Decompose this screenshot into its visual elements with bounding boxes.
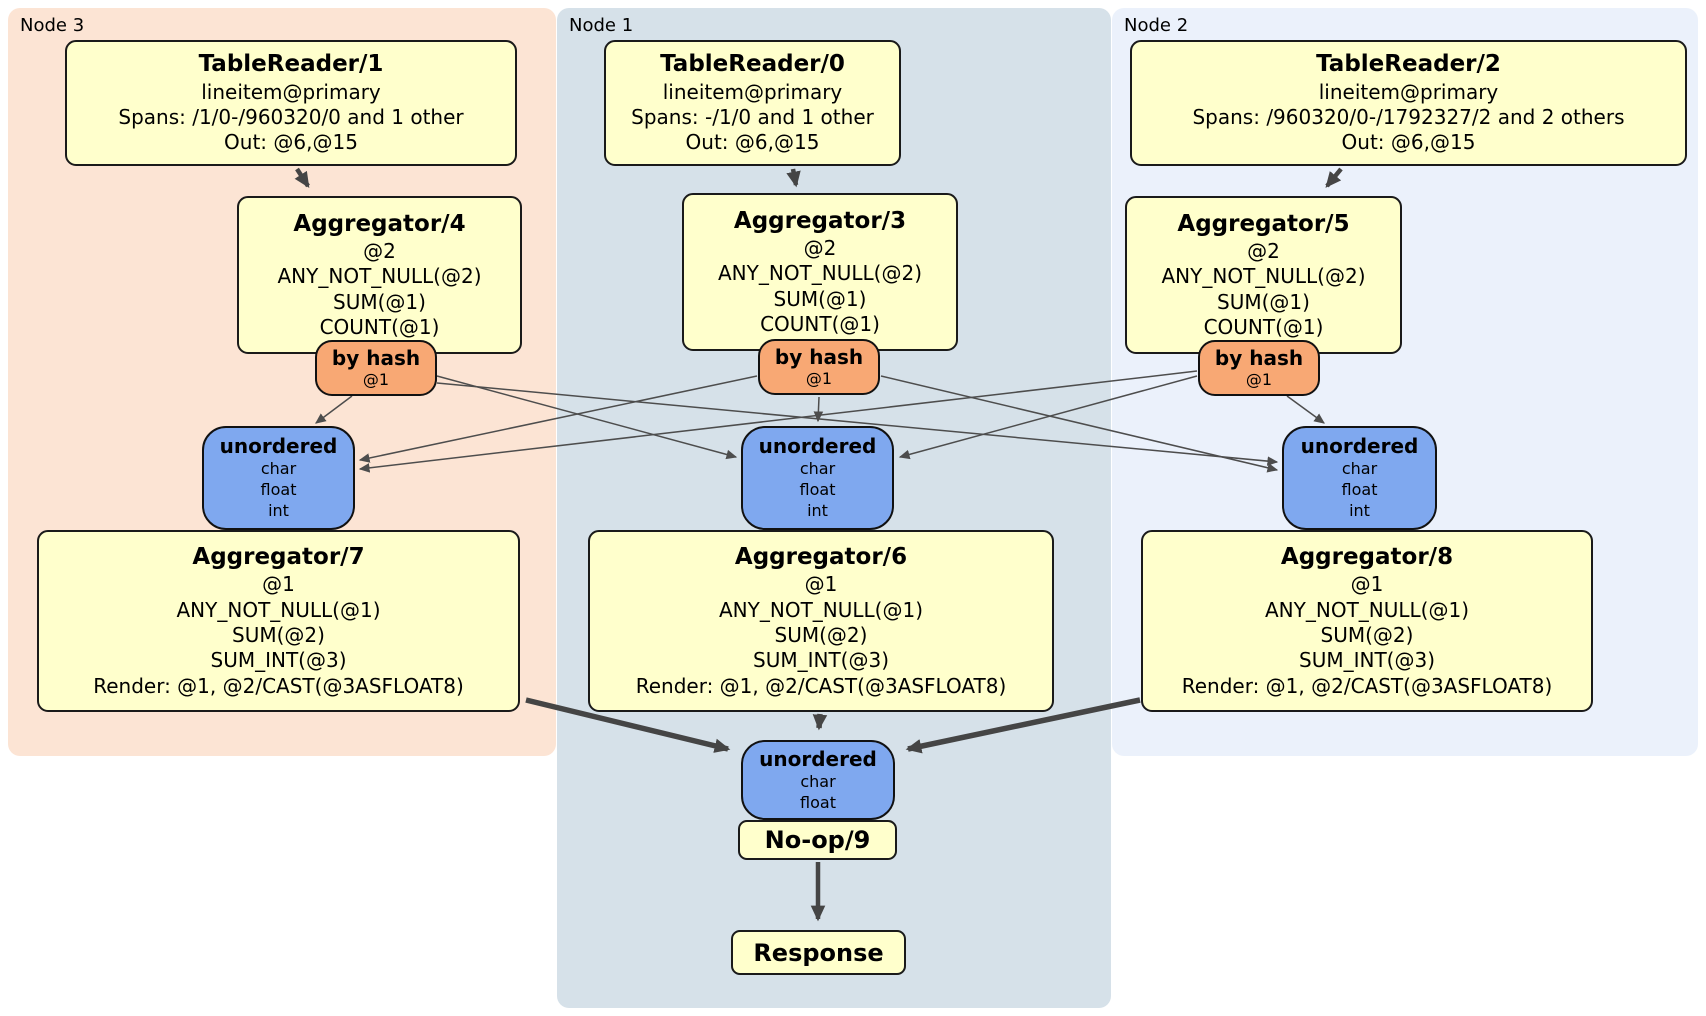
sync-type: int (807, 500, 828, 520)
processor-title: No-op/9 (764, 826, 871, 854)
agg-line: ANY_NOT_NULL(@2) (718, 261, 922, 286)
agg-line: @2 (803, 235, 837, 260)
sync-title: unordered (1300, 434, 1419, 459)
sync-type: int (1349, 500, 1370, 520)
agg-line: ANY_NOT_NULL(@1) (719, 597, 923, 622)
agg-line: ANY_NOT_NULL(@1) (176, 597, 381, 622)
agg-line: SUM_INT(@3) (210, 648, 347, 673)
processor-title: Aggregator/8 (1280, 543, 1454, 570)
processor-title: Aggregator/6 (734, 543, 908, 570)
agg-line: ANY_NOT_NULL(@1) (1265, 597, 1469, 622)
agg-line: COUNT(@1) (319, 315, 440, 340)
table-reader-1-box: TableReader/1 lineitem@primary Spans: /1… (65, 40, 517, 166)
router-title: by hash (774, 344, 864, 369)
unordered-sync-node2: unordered char float int (1282, 426, 1437, 530)
processor-title: Aggregator/4 (293, 210, 466, 237)
agg-line: SUM_INT(@3) (1299, 648, 1435, 673)
aggregator-8-box: Aggregator/8 @1 ANY_NOT_NULL(@1) SUM(@2)… (1141, 530, 1593, 712)
hash-router-node3: by hash @1 (315, 340, 437, 396)
agg-line: @1 (1350, 572, 1384, 597)
aggregator-6-box: Aggregator/6 @1 ANY_NOT_NULL(@1) SUM(@2)… (588, 530, 1054, 712)
processor-title: Aggregator/3 (733, 207, 907, 234)
processor-out: Out: @6,@15 (224, 130, 358, 155)
sync-type: int (268, 500, 289, 520)
processor-spans: Spans: /960320/0-/1792327/2 and 2 others (1192, 105, 1625, 130)
agg-line: COUNT(@1) (1203, 315, 1324, 340)
router-columns: @1 (805, 368, 833, 388)
agg-line: COUNT(@1) (760, 312, 880, 337)
processor-title: TableReader/1 (198, 51, 384, 78)
processor-index: lineitem@primary (201, 79, 381, 104)
table-reader-0-box: TableReader/0 lineitem@primary Spans: -/… (604, 40, 901, 166)
agg-line: ANY_NOT_NULL(@2) (277, 264, 482, 289)
agg-line: @2 (1247, 238, 1280, 263)
sync-type: char (799, 459, 836, 479)
agg-line: SUM(@1) (1217, 289, 1310, 314)
response-box: Response (731, 930, 906, 975)
hash-router-node1: by hash @1 (758, 339, 880, 395)
sync-type: char (260, 459, 297, 479)
processor-title: TableReader/2 (1316, 51, 1501, 78)
router-columns: @1 (1245, 369, 1273, 389)
processor-index: lineitem@primary (662, 79, 843, 104)
agg-render-line: Render: @1, @2/CAST(@3ASFLOAT8) (93, 673, 464, 698)
agg-line: SUM(@1) (773, 286, 867, 311)
agg-line: SUM(@2) (774, 623, 868, 648)
processor-title: Response (753, 938, 884, 967)
aggregator-5-box: Aggregator/5 @2 ANY_NOT_NULL(@2) SUM(@1)… (1125, 196, 1402, 354)
aggregator-7-box: Aggregator/7 @1 ANY_NOT_NULL(@1) SUM(@2)… (37, 530, 520, 712)
processor-out: Out: @6,@15 (685, 130, 820, 155)
noop-9-box: No-op/9 (738, 820, 897, 860)
router-title: by hash (331, 345, 421, 370)
sync-title: unordered (758, 434, 877, 459)
sync-type: float (799, 480, 836, 500)
sync-title: unordered (219, 434, 338, 459)
sync-type: char (1341, 459, 1378, 479)
node-label: Node 1 (569, 15, 634, 36)
agg-line: SUM(@1) (333, 289, 426, 314)
aggregator-3-box: Aggregator/3 @2 ANY_NOT_NULL(@2) SUM(@1)… (682, 193, 958, 351)
processor-title: Aggregator/5 (1177, 210, 1350, 237)
hash-router-node2: by hash @1 (1198, 340, 1320, 396)
agg-line: SUM_INT(@3) (753, 648, 889, 673)
agg-line: @1 (262, 572, 295, 597)
processor-spans: Spans: /1/0-/960320/0 and 1 other (118, 105, 464, 130)
processor-title: TableReader/0 (660, 51, 845, 78)
unordered-sync-final: unordered char float (741, 740, 895, 820)
router-columns: @1 (362, 369, 390, 389)
sync-title: unordered (759, 746, 877, 771)
agg-line: @1 (804, 572, 838, 597)
agg-render-line: Render: @1, @2/CAST(@3ASFLOAT8) (635, 673, 1007, 698)
sync-type: float (1341, 480, 1378, 500)
processor-title: Aggregator/7 (192, 543, 365, 570)
processor-spans: Spans: -/1/0 and 1 other (631, 105, 874, 130)
aggregator-4-box: Aggregator/4 @2 ANY_NOT_NULL(@2) SUM(@1)… (237, 196, 522, 354)
agg-line: @2 (363, 238, 396, 263)
agg-line: ANY_NOT_NULL(@2) (1161, 264, 1366, 289)
sync-type: char (800, 771, 836, 791)
unordered-sync-node1: unordered char float int (741, 426, 894, 530)
processor-index: lineitem@primary (1318, 79, 1499, 104)
router-title: by hash (1214, 345, 1304, 370)
agg-line: SUM(@2) (1320, 623, 1414, 648)
processor-out: Out: @6,@15 (1341, 130, 1476, 155)
sync-type: float (260, 480, 297, 500)
agg-line: SUM(@2) (232, 623, 325, 648)
node-label: Node 2 (1124, 15, 1189, 36)
unordered-sync-node3: unordered char float int (202, 426, 355, 530)
sync-type: float (800, 792, 836, 812)
table-reader-2-box: TableReader/2 lineitem@primary Spans: /9… (1130, 40, 1687, 166)
agg-render-line: Render: @1, @2/CAST(@3ASFLOAT8) (1181, 673, 1553, 698)
node-label: Node 3 (20, 15, 85, 36)
